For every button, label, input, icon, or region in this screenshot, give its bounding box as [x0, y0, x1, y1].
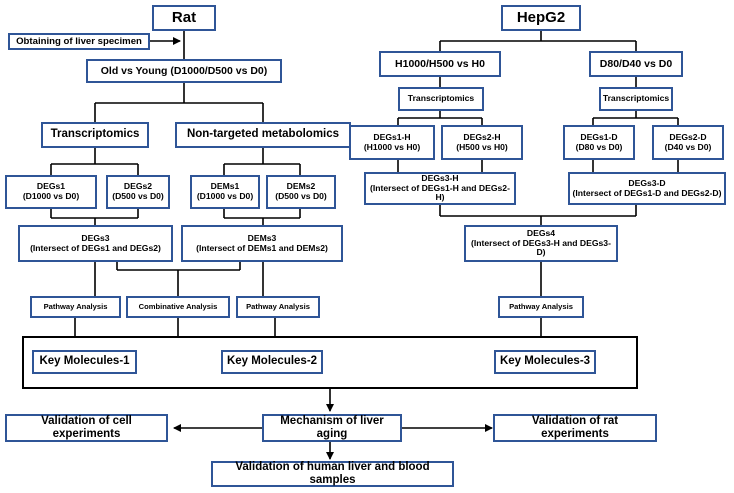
pathway-analysis-3-label: Pathway Analysis: [509, 301, 573, 311]
metabolomics-label: Non-targeted metabolomics: [186, 128, 340, 141]
degs3-node: DEGs3(Intersect of DEGs1 and DEGs2): [18, 225, 173, 262]
degs3-h-title: DEGs3-H: [421, 172, 459, 183]
validation-rat-label: Validation of rat experiments: [531, 414, 619, 440]
degs3-title: DEGs3: [81, 232, 110, 243]
degs1-h-subtitle: (H1000 vs H0): [363, 141, 421, 152]
degs1-d-title: DEGs1-D: [580, 131, 618, 142]
validation-human-node: Validation of human liver and blood samp…: [211, 461, 454, 487]
rat-label: Rat: [171, 9, 197, 27]
degs2-h-subtitle: (H500 vs H0): [456, 141, 508, 152]
pathway-analysis-1: Pathway Analysis: [30, 296, 121, 318]
degs3-d-node: DEGs3-D(Intersect of DEGs1-D and DEGs2-D…: [568, 172, 726, 205]
key-molecules-1: Key Molecules-1: [32, 350, 137, 374]
key-molecules-3: Key Molecules-3: [494, 350, 596, 374]
dems3-subtitle: (Intersect of DEMs1 and DEMs2): [196, 242, 328, 253]
pathway-analysis-2: Pathway Analysis: [236, 296, 320, 318]
degs1-title: DEGs1: [36, 181, 66, 192]
degs2-node: DEGs2(D500 vs D0): [106, 175, 170, 209]
key-molecules-frame: [22, 336, 638, 389]
degs1-d-node: DEGs1-D(D80 vs D0): [563, 125, 635, 160]
pathway-analysis-2-label: Pathway Analysis: [246, 301, 310, 311]
mechanism-label: Mechanism of liver aging: [280, 414, 384, 440]
dems2-title: DEMs2: [286, 181, 316, 192]
pathway-analysis-1-label: Pathway Analysis: [43, 301, 108, 311]
degs2-d-subtitle: (D40 vs D0): [664, 141, 712, 152]
metabolomics-node: Non-targeted metabolomics: [175, 122, 351, 148]
key-molecules-1-label: Key Molecules-1: [39, 355, 130, 368]
old-vs-young-label: Old vs Young (D1000/D500 vs D0): [100, 64, 268, 77]
d-comparison-node: D80/D40 vs D0: [589, 51, 683, 77]
dems2-node: DEMs2(D500 vs D0): [266, 175, 336, 209]
key-molecules-2-label: Key Molecules-2: [226, 355, 318, 368]
old-vs-young-node: Old vs Young (D1000/D500 vs D0): [86, 59, 282, 83]
degs4-title: DEGs4: [526, 227, 556, 238]
dems1-subtitle: (D1000 vs D0): [196, 191, 254, 201]
dems2-subtitle: (D500 vs D0): [275, 191, 327, 201]
degs2-d-title: DEGs2-D: [669, 131, 707, 142]
key-molecules-2: Key Molecules-2: [221, 350, 323, 374]
specimen-node: Obtaining of liver specimen: [8, 33, 150, 50]
rat-node: Rat: [152, 5, 216, 31]
h-comparison-label: H1000/H500 vs H0: [395, 57, 485, 70]
degs2-d-node: DEGs2-D(D40 vs D0): [652, 125, 724, 160]
degs1-h-node: DEGs1-H(H1000 vs H0): [349, 125, 435, 160]
degs3-d-subtitle: (Intersect of DEGs1-D and DEGs2-D): [572, 187, 722, 198]
transcriptomics-h-label: Transcriptomics: [407, 93, 475, 104]
degs2-h-node: DEGs2-H(H500 vs H0): [441, 125, 523, 160]
dems3-node: DEMs3(Intersect of DEMs1 and DEMs2): [181, 225, 343, 262]
d-comparison-label: D80/D40 vs D0: [599, 57, 673, 70]
validation-cell-node: Validation of cell experiments: [5, 414, 168, 442]
degs3-h-node: DEGs3-H(Intersect of DEGs1-H and DEGs2-H…: [364, 172, 516, 205]
degs1-d-subtitle: (D80 vs D0): [575, 141, 623, 152]
degs3-d-title: DEGs3-D: [628, 177, 666, 188]
h-comparison-node: H1000/H500 vs H0: [379, 51, 501, 77]
degs1-h-title: DEGs1-H: [373, 131, 411, 142]
specimen-label: Obtaining of liver specimen: [16, 35, 142, 47]
hepg2-label: HepG2: [516, 9, 566, 27]
transcriptomics-d-label: Transcriptomics: [602, 93, 670, 104]
combinative-analysis-label: Combinative Analysis: [138, 301, 218, 311]
transcriptomics-d-node: Transcriptomics: [599, 87, 673, 111]
degs3-subtitle: (Intersect of DEGs1 and DEGs2): [30, 242, 161, 253]
key-molecules-3-label: Key Molecules-3: [499, 355, 591, 368]
dems1-node: DEMs1(D1000 vs D0): [190, 175, 260, 209]
dems1-title: DEMs1: [210, 181, 240, 192]
transcriptomics-rat-label: Transcriptomics: [50, 128, 140, 141]
transcriptomics-rat-node: Transcriptomics: [41, 122, 149, 148]
validation-human-label: Validation of human liver and blood samp…: [235, 460, 430, 486]
degs2-h-title: DEGs2-H: [463, 131, 501, 142]
validation-rat-node: Validation of rat experiments: [493, 414, 657, 442]
degs4-subtitle: (Intersect of DEGs3-H and DEGs3-D): [471, 237, 611, 258]
degs4-node: DEGs4(Intersect of DEGs3-H and DEGs3-D): [464, 225, 618, 262]
degs1-subtitle: (D1000 vs D0): [22, 191, 80, 201]
hepg2-node: HepG2: [501, 5, 581, 31]
degs2-title: DEGs2: [123, 181, 153, 192]
combinative-analysis: Combinative Analysis: [126, 296, 230, 318]
dems3-title: DEMs3: [247, 232, 277, 243]
mechanism-node: Mechanism of liver aging: [262, 414, 402, 442]
degs2-subtitle: (D500 vs D0): [112, 191, 164, 201]
degs3-h-subtitle: (Intersect of DEGs1-H and DEGs2-H): [370, 182, 510, 203]
transcriptomics-h-node: Transcriptomics: [398, 87, 484, 111]
pathway-analysis-3: Pathway Analysis: [498, 296, 584, 318]
validation-cell-label: Validation of cell experiments: [41, 414, 132, 440]
degs1-node: DEGs1(D1000 vs D0): [5, 175, 97, 209]
